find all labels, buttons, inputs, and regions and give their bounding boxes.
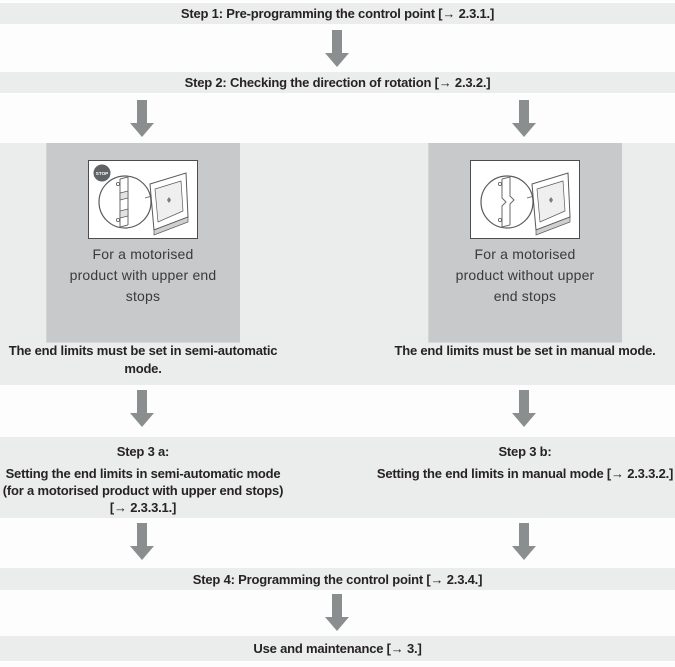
step4-bar: Step 4: Programming the control point [→…: [0, 568, 675, 590]
branch-section: STOP For a motorised product with upper …: [0, 143, 675, 385]
arrow-shaft: [137, 390, 147, 413]
stop-badge-text: STOP: [96, 171, 108, 176]
step3a-line: [→ 2.3.3.1.]: [109, 500, 177, 515]
stop-badge-icon: [92, 163, 112, 183]
shutter-without-stops-illustration: [470, 160, 580, 239]
step3a-label: Step 3 a:: [116, 444, 170, 459]
step4-text: Programming the control point [→ 2.3.4.]: [234, 571, 483, 587]
caption-line: product with upper end: [69, 267, 217, 283]
caption-line: product without upper: [455, 267, 595, 283]
down-arrow-icon: [512, 100, 536, 137]
caption-line: end stops: [493, 288, 557, 304]
step4-label: Step 4:: [192, 571, 235, 587]
down-arrow-icon: [130, 390, 154, 427]
arrow-head: [130, 546, 154, 560]
caption-line: For a motorised: [474, 246, 576, 262]
step1-text: Pre-programming the control point [→ 2.3…: [222, 6, 495, 21]
step3b-label: Step 3 b:: [498, 444, 552, 459]
arrow-head: [130, 123, 154, 137]
shutter-without-stops-icon: [470, 160, 580, 239]
arrow-shaft: [332, 30, 342, 53]
step2-label: Step 2:: [184, 75, 227, 90]
step3a-line: (for a motorised product with upper end …: [2, 483, 284, 498]
step3a-line: Setting the end limits in semi-automatic…: [5, 466, 281, 481]
down-arrow-icon: [512, 523, 536, 560]
left-branch-box: STOP For a motorised product with upper …: [46, 143, 240, 343]
arrow-shaft: [519, 523, 529, 546]
caption-line: stops: [125, 288, 161, 304]
step1-bar: Step 1: Pre-programming the control poin…: [0, 3, 675, 24]
use-and-maintenance-text: Use and maintenance [→ 3.]: [253, 641, 422, 656]
down-arrow-icon: [325, 30, 349, 67]
arrow-shaft: [332, 594, 342, 617]
right-branch-caption: For a motorised product without upper en…: [428, 244, 622, 307]
arrow-shaft: [519, 100, 529, 123]
right-branch-box: For a motorised product without upper en…: [428, 143, 622, 343]
arrow-head: [325, 617, 349, 631]
arrow-head: [512, 413, 536, 427]
arrow-shaft: [137, 523, 147, 546]
step3-band: Step 3 a: Setting the end limits in semi…: [0, 437, 675, 518]
right-branch-note: The end limits must be set in manual mod…: [375, 342, 675, 360]
down-arrow-icon: [325, 594, 349, 631]
down-arrow-icon: [512, 390, 536, 427]
caption-line: For a motorised: [92, 246, 194, 262]
step1-label: Step 1:: [180, 6, 223, 21]
arrow-shaft: [519, 390, 529, 413]
left-branch-note: The end limits must be set in semi-autom…: [0, 342, 293, 378]
down-arrow-icon: [130, 100, 154, 137]
step2-bar: Step 2: Checking the direction of rotati…: [0, 72, 675, 93]
note-line: The end limits must be set in semi-autom…: [8, 343, 278, 358]
step3b-line: Setting the end limits in manual mode [→…: [376, 466, 674, 481]
shutter-with-stops-illustration: STOP: [88, 160, 198, 239]
left-branch-caption: For a motorised product with upper end s…: [46, 244, 240, 307]
down-arrow-icon: [130, 523, 154, 560]
arrow-head: [512, 123, 536, 137]
use-and-maintenance-bar: Use and maintenance [→ 3.]: [0, 636, 675, 661]
arrow-head: [325, 53, 349, 67]
step2-text: Checking the direction of rotation [→ 2.…: [226, 75, 491, 90]
shutter-with-stops-icon: STOP: [88, 160, 198, 239]
step3b-block: Step 3 b: Setting the end limits in manu…: [355, 443, 675, 482]
step3a-block: Step 3 a: Setting the end limits in semi…: [0, 443, 303, 516]
arrow-shaft: [137, 100, 147, 123]
note-line: The end limits must be set in manual mod…: [394, 343, 656, 358]
arrow-head: [130, 413, 154, 427]
arrow-head: [512, 546, 536, 560]
note-line: mode.: [124, 361, 162, 376]
